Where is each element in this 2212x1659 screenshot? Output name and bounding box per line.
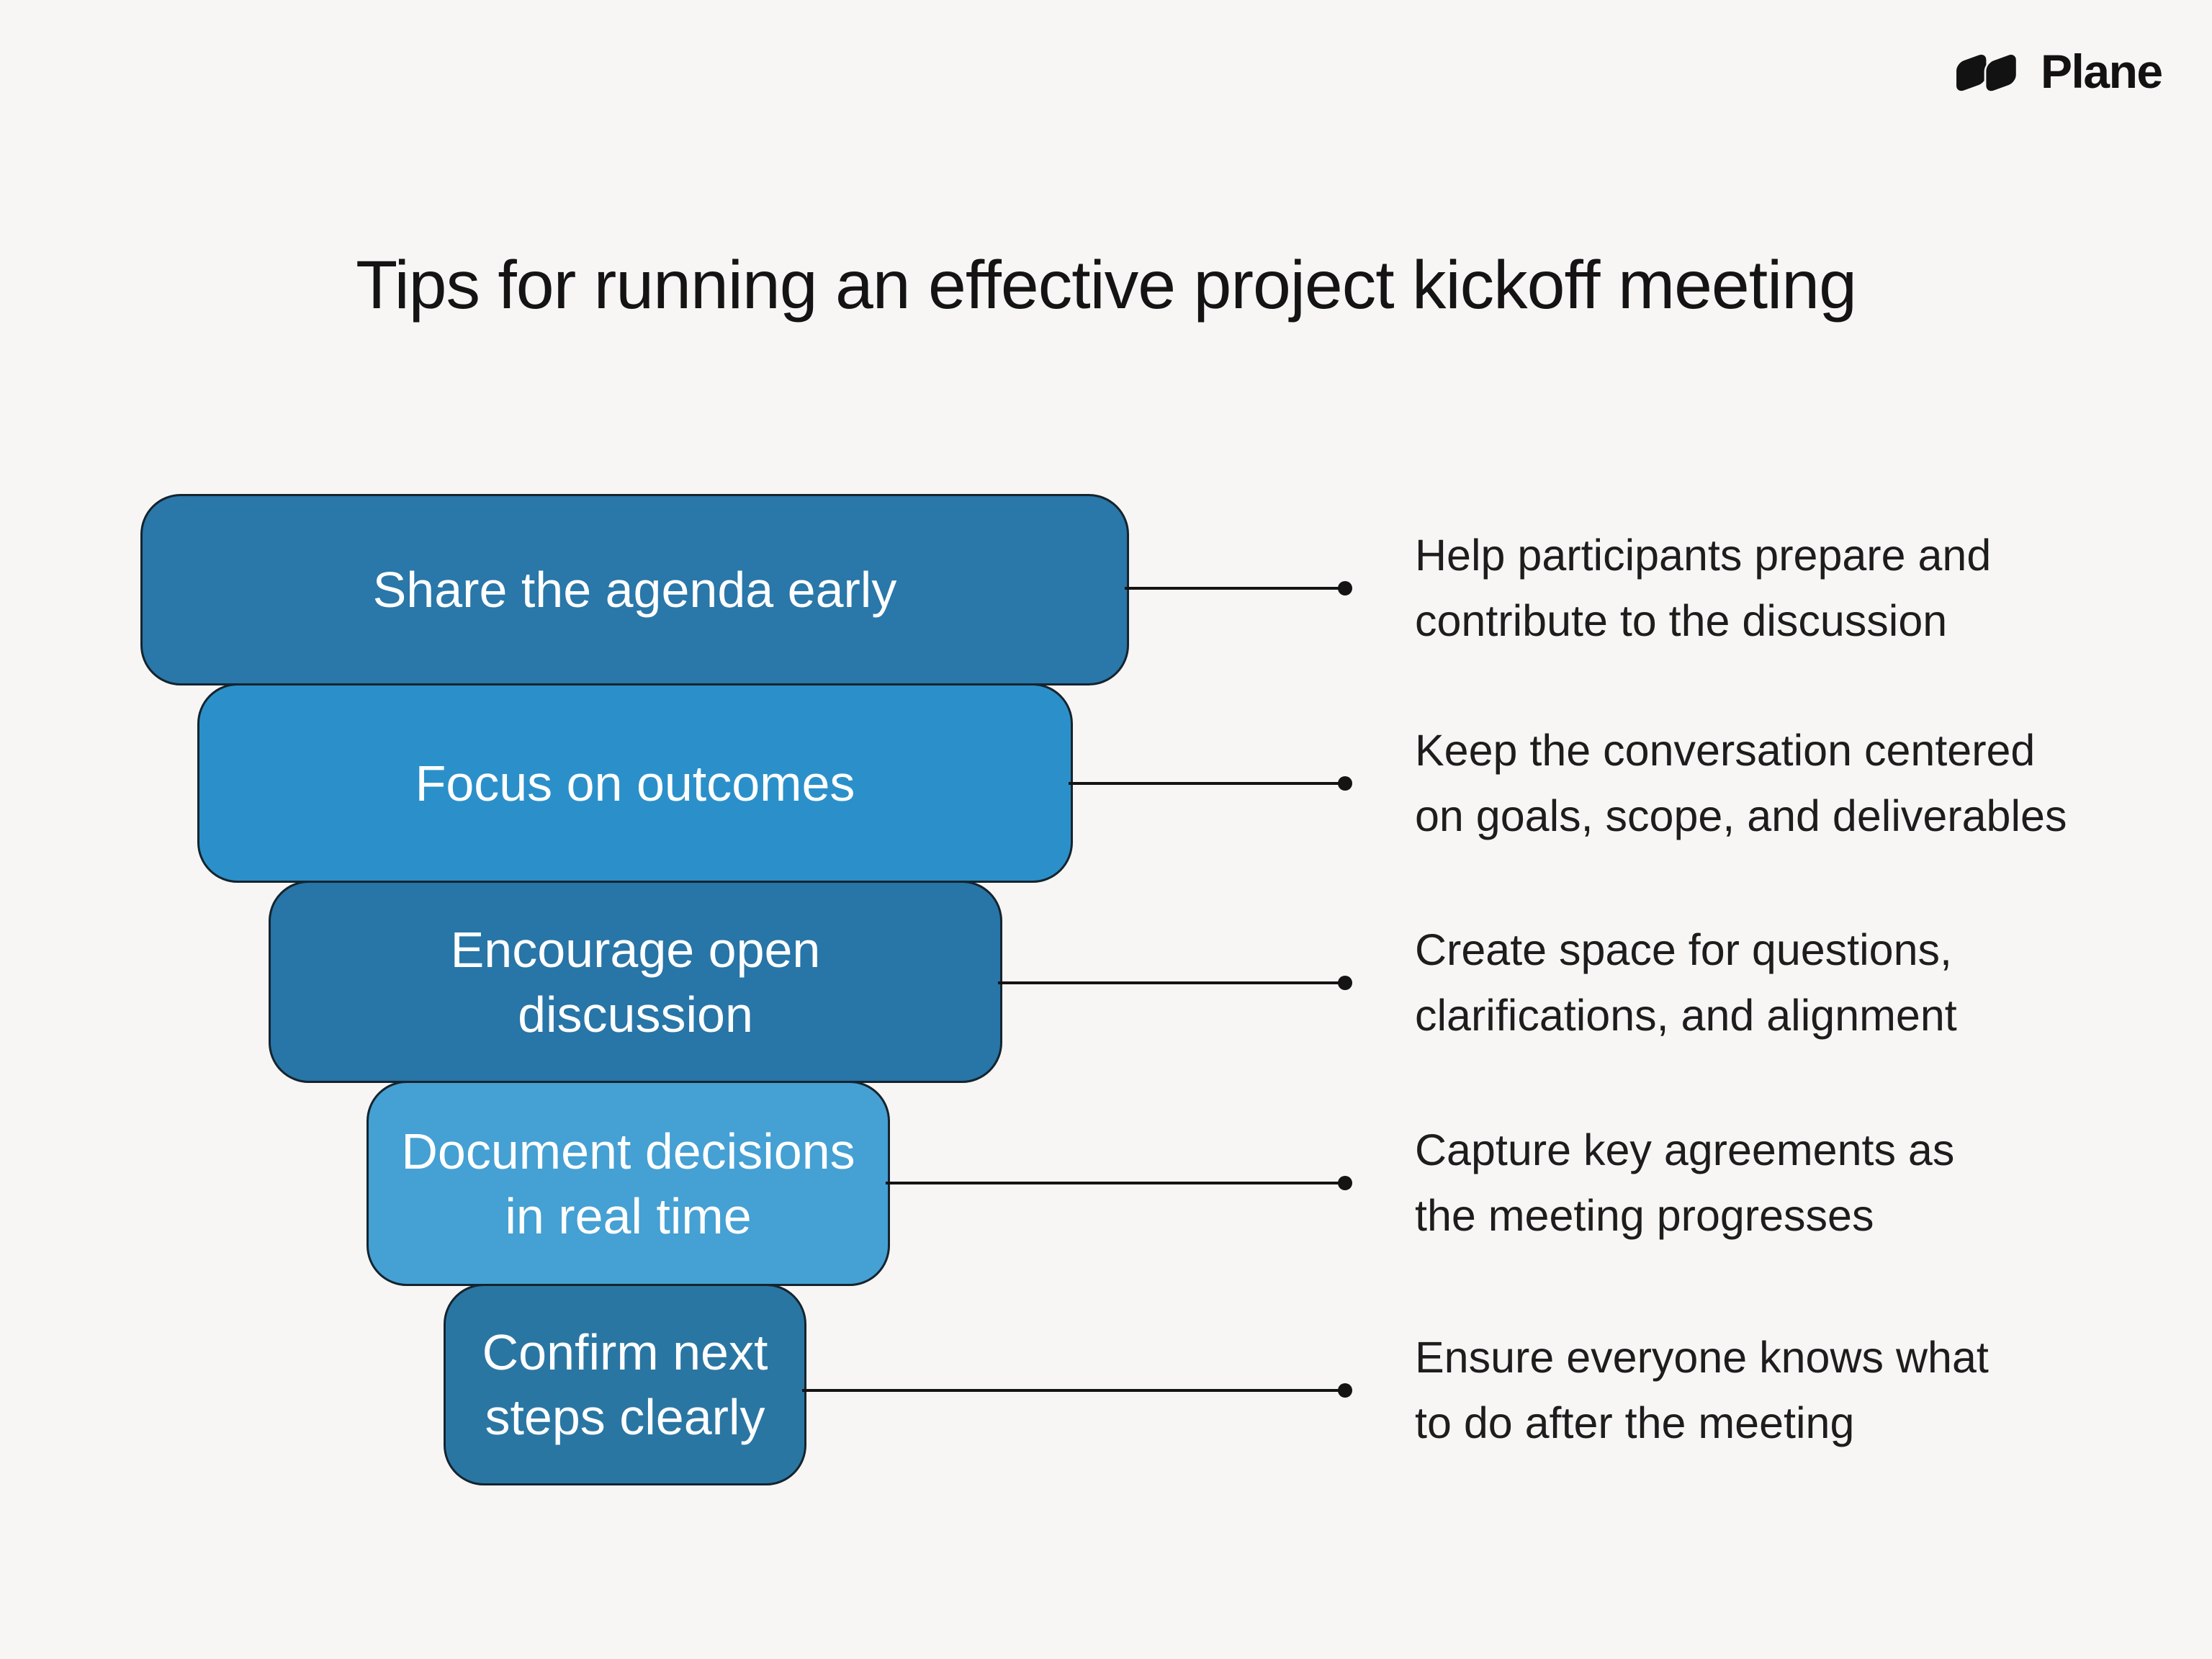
connector-line <box>1125 587 1345 590</box>
brand-name: Plane <box>2041 45 2163 98</box>
connector-dot-icon <box>1338 776 1352 791</box>
funnel-box-label: steps clearly <box>485 1389 765 1445</box>
funnel-box-label: Focus on outcomes <box>415 755 855 811</box>
connector-dot-icon <box>1338 976 1352 990</box>
connector-line <box>998 981 1345 984</box>
connector-line <box>1069 782 1345 785</box>
page-title: Tips for running an effective project ki… <box>356 247 1857 323</box>
funnel-box-label: Document decisions <box>401 1123 855 1179</box>
funnel-box-label: Encourage open <box>450 921 821 978</box>
funnel-box-label: Share the agenda early <box>372 562 897 618</box>
connector-dot-icon <box>1338 581 1352 595</box>
brand-logo: Plane <box>1948 45 2163 98</box>
connector-dot-icon <box>1338 1176 1352 1190</box>
connector-dot-icon <box>1338 1383 1352 1398</box>
step-description: Ensure everyone knows what to do after t… <box>1415 1333 1989 1447</box>
funnel-box: Confirm next steps clearly <box>444 1284 806 1485</box>
funnel-box: Share the agenda early <box>140 494 1129 685</box>
step-description: Keep the conversation centered on goals,… <box>1415 726 2067 840</box>
connector-line <box>886 1182 1345 1184</box>
connector-line <box>802 1389 1345 1392</box>
funnel-box-label: discussion <box>518 986 753 1043</box>
funnel-box: Encourage open discussion <box>269 881 1002 1083</box>
funnel-box-label: Confirm next <box>482 1324 768 1380</box>
step-description: Help participants prepare and contribute… <box>1415 531 1992 645</box>
funnel-box: Document decisions in real time <box>367 1081 890 1286</box>
step-description: Capture key agreements as the meeting pr… <box>1415 1125 1955 1240</box>
funnel-box-label: in real time <box>505 1187 752 1244</box>
step-description: Create space for questions, clarificatio… <box>1415 925 1957 1040</box>
funnel-box: Focus on outcomes <box>197 683 1073 883</box>
plane-logomark-icon <box>1956 53 2018 94</box>
